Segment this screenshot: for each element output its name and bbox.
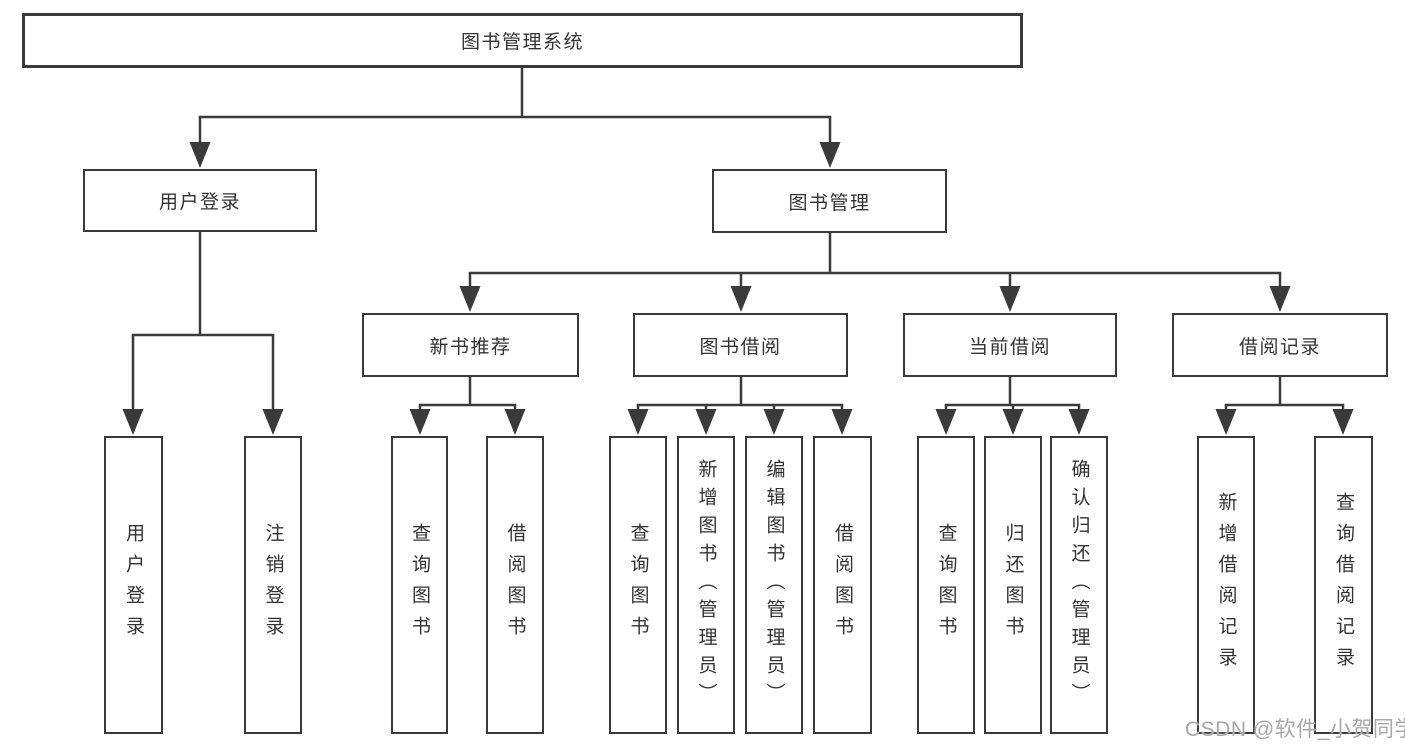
leaf-label: 借阅图书 <box>832 523 853 647</box>
arrowhead-icon <box>459 286 481 312</box>
arrowhead-icon <box>1332 409 1354 435</box>
leaf-label: 用户登录 <box>123 523 144 647</box>
leaf-borrow-query-books: 查询图书 <box>609 436 667 734</box>
arrowhead-icon <box>935 409 957 435</box>
node-new-book-recommend: 新书推荐 <box>362 313 579 377</box>
arrowhead-icon <box>999 286 1021 312</box>
leaf-records-query-record: 查询借阅记录 <box>1314 436 1373 734</box>
node-book-management: 图书管理 <box>712 169 947 233</box>
arrowhead-icon <box>504 409 526 435</box>
leaf-user-login: 用户登录 <box>104 436 163 734</box>
arrowhead-icon <box>1269 286 1291 312</box>
leaf-newbook-borrow-books: 借阅图书 <box>486 436 544 734</box>
leaf-label: 查询图书 <box>409 523 430 647</box>
arrowhead-icon <box>1068 409 1090 435</box>
arrowhead-icon <box>819 142 841 168</box>
arrowhead-icon <box>189 142 211 168</box>
leaf-borrow-edit-books-admin: 编辑图书（管理员） <box>745 436 803 734</box>
arrowhead-icon <box>1215 409 1237 435</box>
leaf-label: 新增图书（管理员） <box>695 459 717 711</box>
leaf-label: 查询图书 <box>627 523 649 647</box>
node-label: 图书管理 <box>788 192 871 214</box>
csdn-watermark: CSDN @软件_小贺同学 <box>1185 718 1405 741</box>
leaf-borrow-borrow-books: 借阅图书 <box>813 436 872 734</box>
node-borrowing-records: 借阅记录 <box>1172 313 1388 377</box>
node-library-management-system: 图书管理系统 <box>22 13 1023 68</box>
leaf-label: 查询图书 <box>935 523 957 647</box>
arrowhead-icon <box>627 409 649 435</box>
arrowhead-icon <box>695 409 717 435</box>
arrowhead-icon <box>122 409 144 435</box>
node-label: 图书借阅 <box>699 336 782 358</box>
leaf-newbook-query-books: 查询图书 <box>391 436 448 734</box>
arrowhead-icon <box>763 409 785 435</box>
leaf-label: 借阅图书 <box>504 523 526 647</box>
node-current-borrowing: 当前借阅 <box>903 313 1117 377</box>
leaf-label: 归还图书 <box>1002 523 1024 647</box>
node-label: 用户登录 <box>158 192 241 213</box>
node-label: 图书管理系统 <box>460 32 584 53</box>
leaf-current-confirm-return-admin: 确认归还（管理员） <box>1050 436 1108 734</box>
node-label: 借阅记录 <box>1238 336 1321 358</box>
leaf-borrow-add-books-admin: 新增图书（管理员） <box>677 436 735 734</box>
arrowhead-icon <box>409 409 431 435</box>
leaf-label: 查询借阅记录 <box>1333 492 1354 678</box>
leaf-current-return-books: 归还图书 <box>984 436 1042 734</box>
node-user-login: 用户登录 <box>83 169 317 232</box>
leaf-label: 注销登录 <box>262 523 284 647</box>
arrowhead-icon <box>730 286 752 312</box>
node-label: 新书推荐 <box>429 336 512 358</box>
leaf-label: 编辑图书（管理员） <box>763 459 785 711</box>
node-book-borrowing: 图书借阅 <box>633 313 848 377</box>
leaf-current-query-books: 查询图书 <box>917 436 975 734</box>
leaf-label: 新增借阅记录 <box>1215 492 1237 678</box>
node-label: 当前借阅 <box>968 336 1051 358</box>
leaf-records-add-record: 新增借阅记录 <box>1197 436 1255 734</box>
leaf-logout: 注销登录 <box>244 436 302 734</box>
arrowhead-icon <box>1002 409 1024 435</box>
arrowhead-icon <box>831 409 853 435</box>
arrowhead-icon <box>262 409 284 435</box>
leaf-label: 确认归还（管理员） <box>1068 459 1090 711</box>
